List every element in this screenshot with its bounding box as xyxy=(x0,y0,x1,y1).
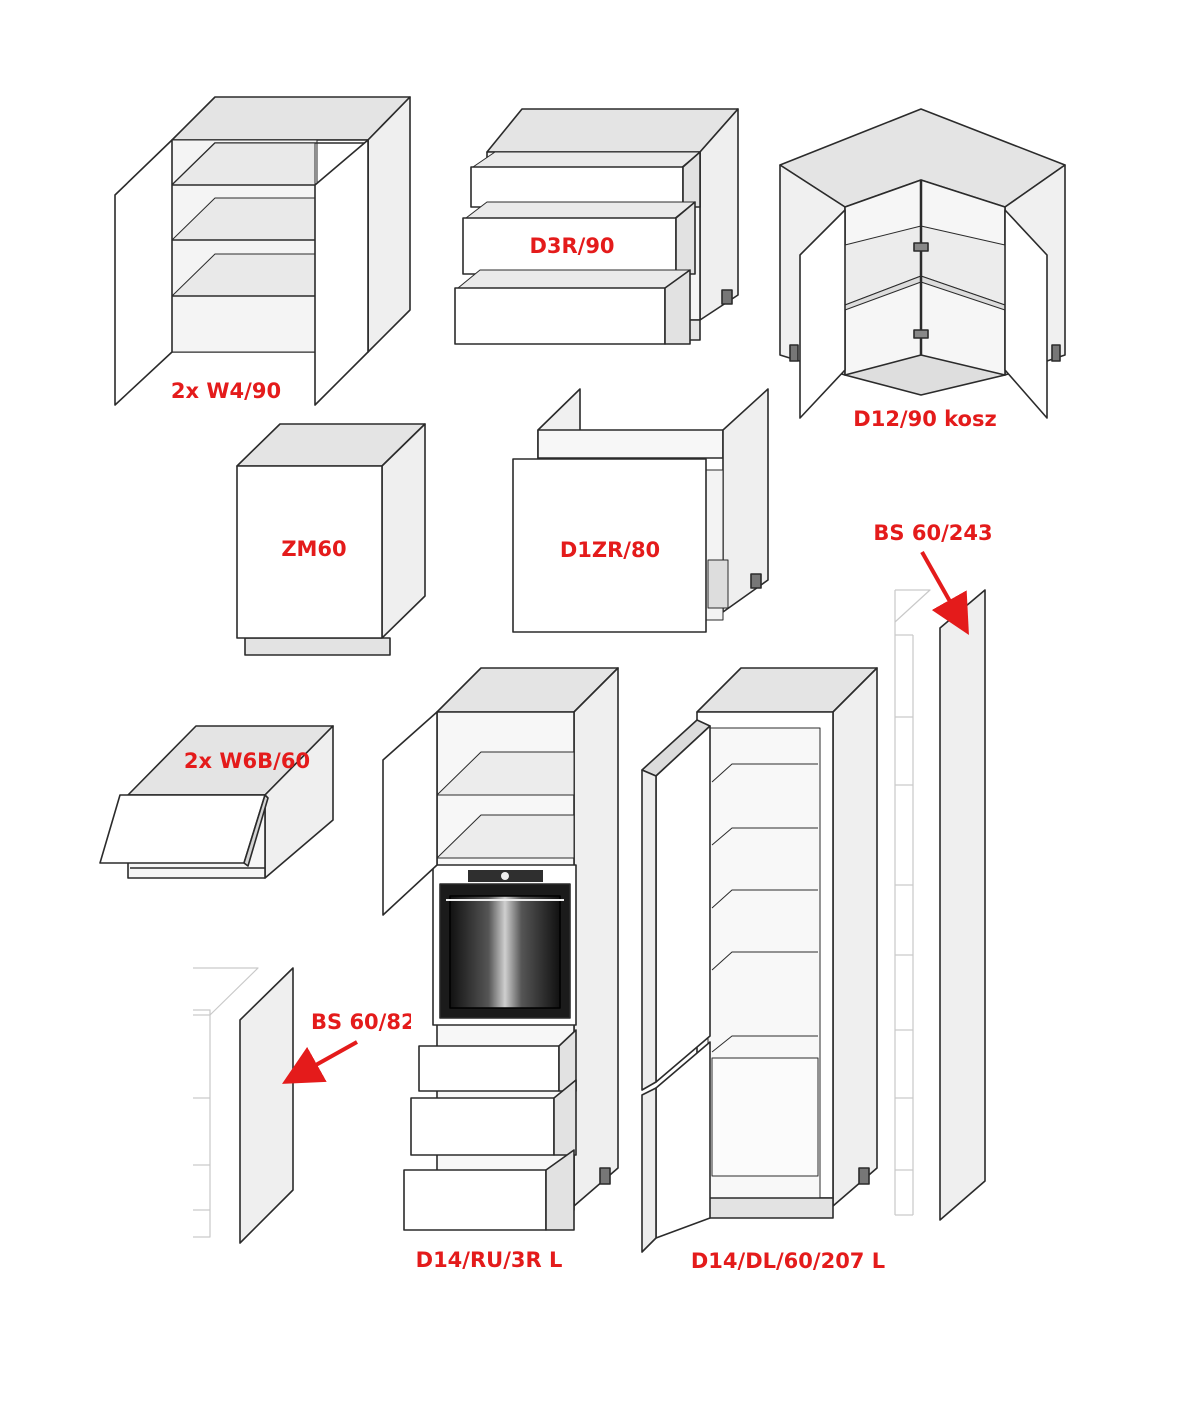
label-w4-90: 2x W4/90 xyxy=(171,379,281,403)
panel-bs-60-243 xyxy=(894,589,986,1221)
arrow-bs-60-82 xyxy=(282,1040,358,1084)
label-zm60: ZM60 xyxy=(281,537,346,561)
cabinet-zm60 xyxy=(236,423,426,656)
panel-bs-60-82 xyxy=(193,967,294,1244)
label-w6b-60: 2x W6B/60 xyxy=(184,749,310,773)
label-d1zr-80: D1ZR/80 xyxy=(560,538,660,562)
label-d12-90: D12/90 kosz xyxy=(853,407,996,431)
cabinet-w4-90 xyxy=(114,96,411,406)
label-d3r-90: D3R/90 xyxy=(529,234,614,258)
cabinet-w6b-60 xyxy=(99,725,334,879)
label-bs-60-82: BS 60/82 xyxy=(311,1010,416,1034)
cabinet-d3r-90 xyxy=(454,108,739,345)
label-d14-ru-3r-l: D14/RU/3R L xyxy=(416,1248,563,1272)
cabinet-d14-ru-3r-l xyxy=(382,667,619,1231)
cabinet-d14-dl-60-207-l xyxy=(641,667,878,1253)
label-bs-60-243: BS 60/243 xyxy=(873,521,992,545)
arrow-bs-60-243 xyxy=(920,551,969,635)
label-d14-dl-60-207-l: D14/DL/60/207 L xyxy=(691,1249,885,1273)
cabinet-d1zr-80 xyxy=(512,388,769,633)
cabinet-d12-90 xyxy=(779,108,1066,419)
